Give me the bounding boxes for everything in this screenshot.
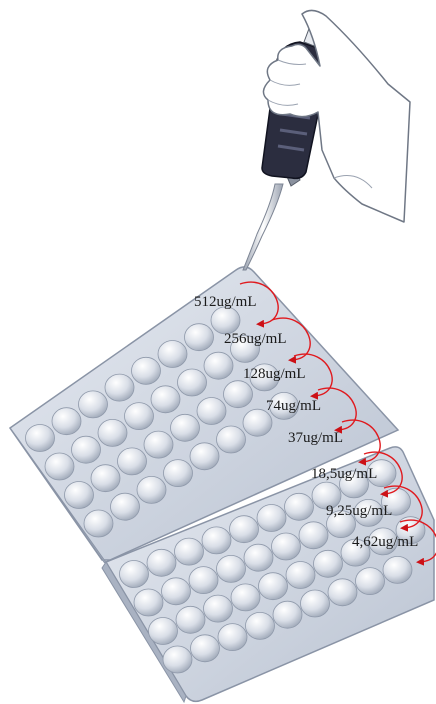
well: [230, 516, 259, 543]
well: [132, 357, 161, 384]
well: [185, 324, 214, 351]
pipette-tip: [243, 184, 283, 270]
well: [52, 408, 81, 435]
well: [171, 414, 200, 441]
well: [147, 549, 176, 576]
well: [328, 579, 357, 606]
concentration-label: 74ug/mL: [266, 398, 321, 414]
concentration-label: 9,25ug/mL: [326, 503, 392, 519]
well: [273, 601, 302, 628]
well: [314, 550, 343, 577]
well: [299, 522, 328, 549]
well: [149, 618, 178, 645]
well: [211, 307, 240, 334]
well: [202, 527, 231, 554]
well: [217, 426, 246, 453]
well: [98, 419, 127, 446]
well: [218, 624, 247, 651]
well: [246, 612, 275, 639]
well: [286, 562, 315, 589]
concentration-label: 128ug/mL: [243, 366, 306, 382]
well: [144, 431, 173, 458]
well: [163, 646, 192, 673]
concentration-label: 512ug/mL: [194, 294, 257, 310]
well: [137, 476, 166, 503]
concentration-label: 4,62ug/mL: [352, 534, 418, 550]
well: [125, 403, 154, 430]
well: [272, 533, 301, 560]
well: [175, 538, 204, 565]
well: [111, 493, 140, 520]
well: [197, 398, 226, 425]
well: [204, 352, 233, 379]
well: [189, 567, 218, 594]
well: [91, 465, 120, 492]
well: [176, 606, 205, 633]
well: [105, 374, 134, 401]
well: [191, 635, 220, 662]
well: [244, 544, 273, 571]
well: [79, 391, 108, 418]
well: [257, 505, 286, 532]
well: [285, 493, 314, 520]
well: [231, 584, 260, 611]
well: [118, 448, 147, 475]
well: [65, 482, 94, 509]
concentration-label: 18,5ug/mL: [311, 466, 377, 482]
concentration-label: 37ug/mL: [288, 430, 343, 446]
well: [356, 568, 385, 595]
well: [178, 369, 207, 396]
well: [151, 386, 180, 413]
well: [26, 425, 55, 452]
well: [190, 443, 219, 470]
well: [383, 556, 412, 583]
well: [158, 341, 187, 368]
well: [224, 381, 253, 408]
well: [217, 555, 246, 582]
well: [259, 573, 288, 600]
concentration-label: 256ug/mL: [224, 331, 287, 347]
well: [84, 510, 113, 537]
well: [301, 590, 330, 617]
well: [72, 436, 101, 463]
well: [45, 453, 74, 480]
well: [164, 460, 193, 487]
well: [120, 561, 149, 588]
well: [162, 578, 191, 605]
well: [134, 589, 163, 616]
well: [204, 595, 233, 622]
